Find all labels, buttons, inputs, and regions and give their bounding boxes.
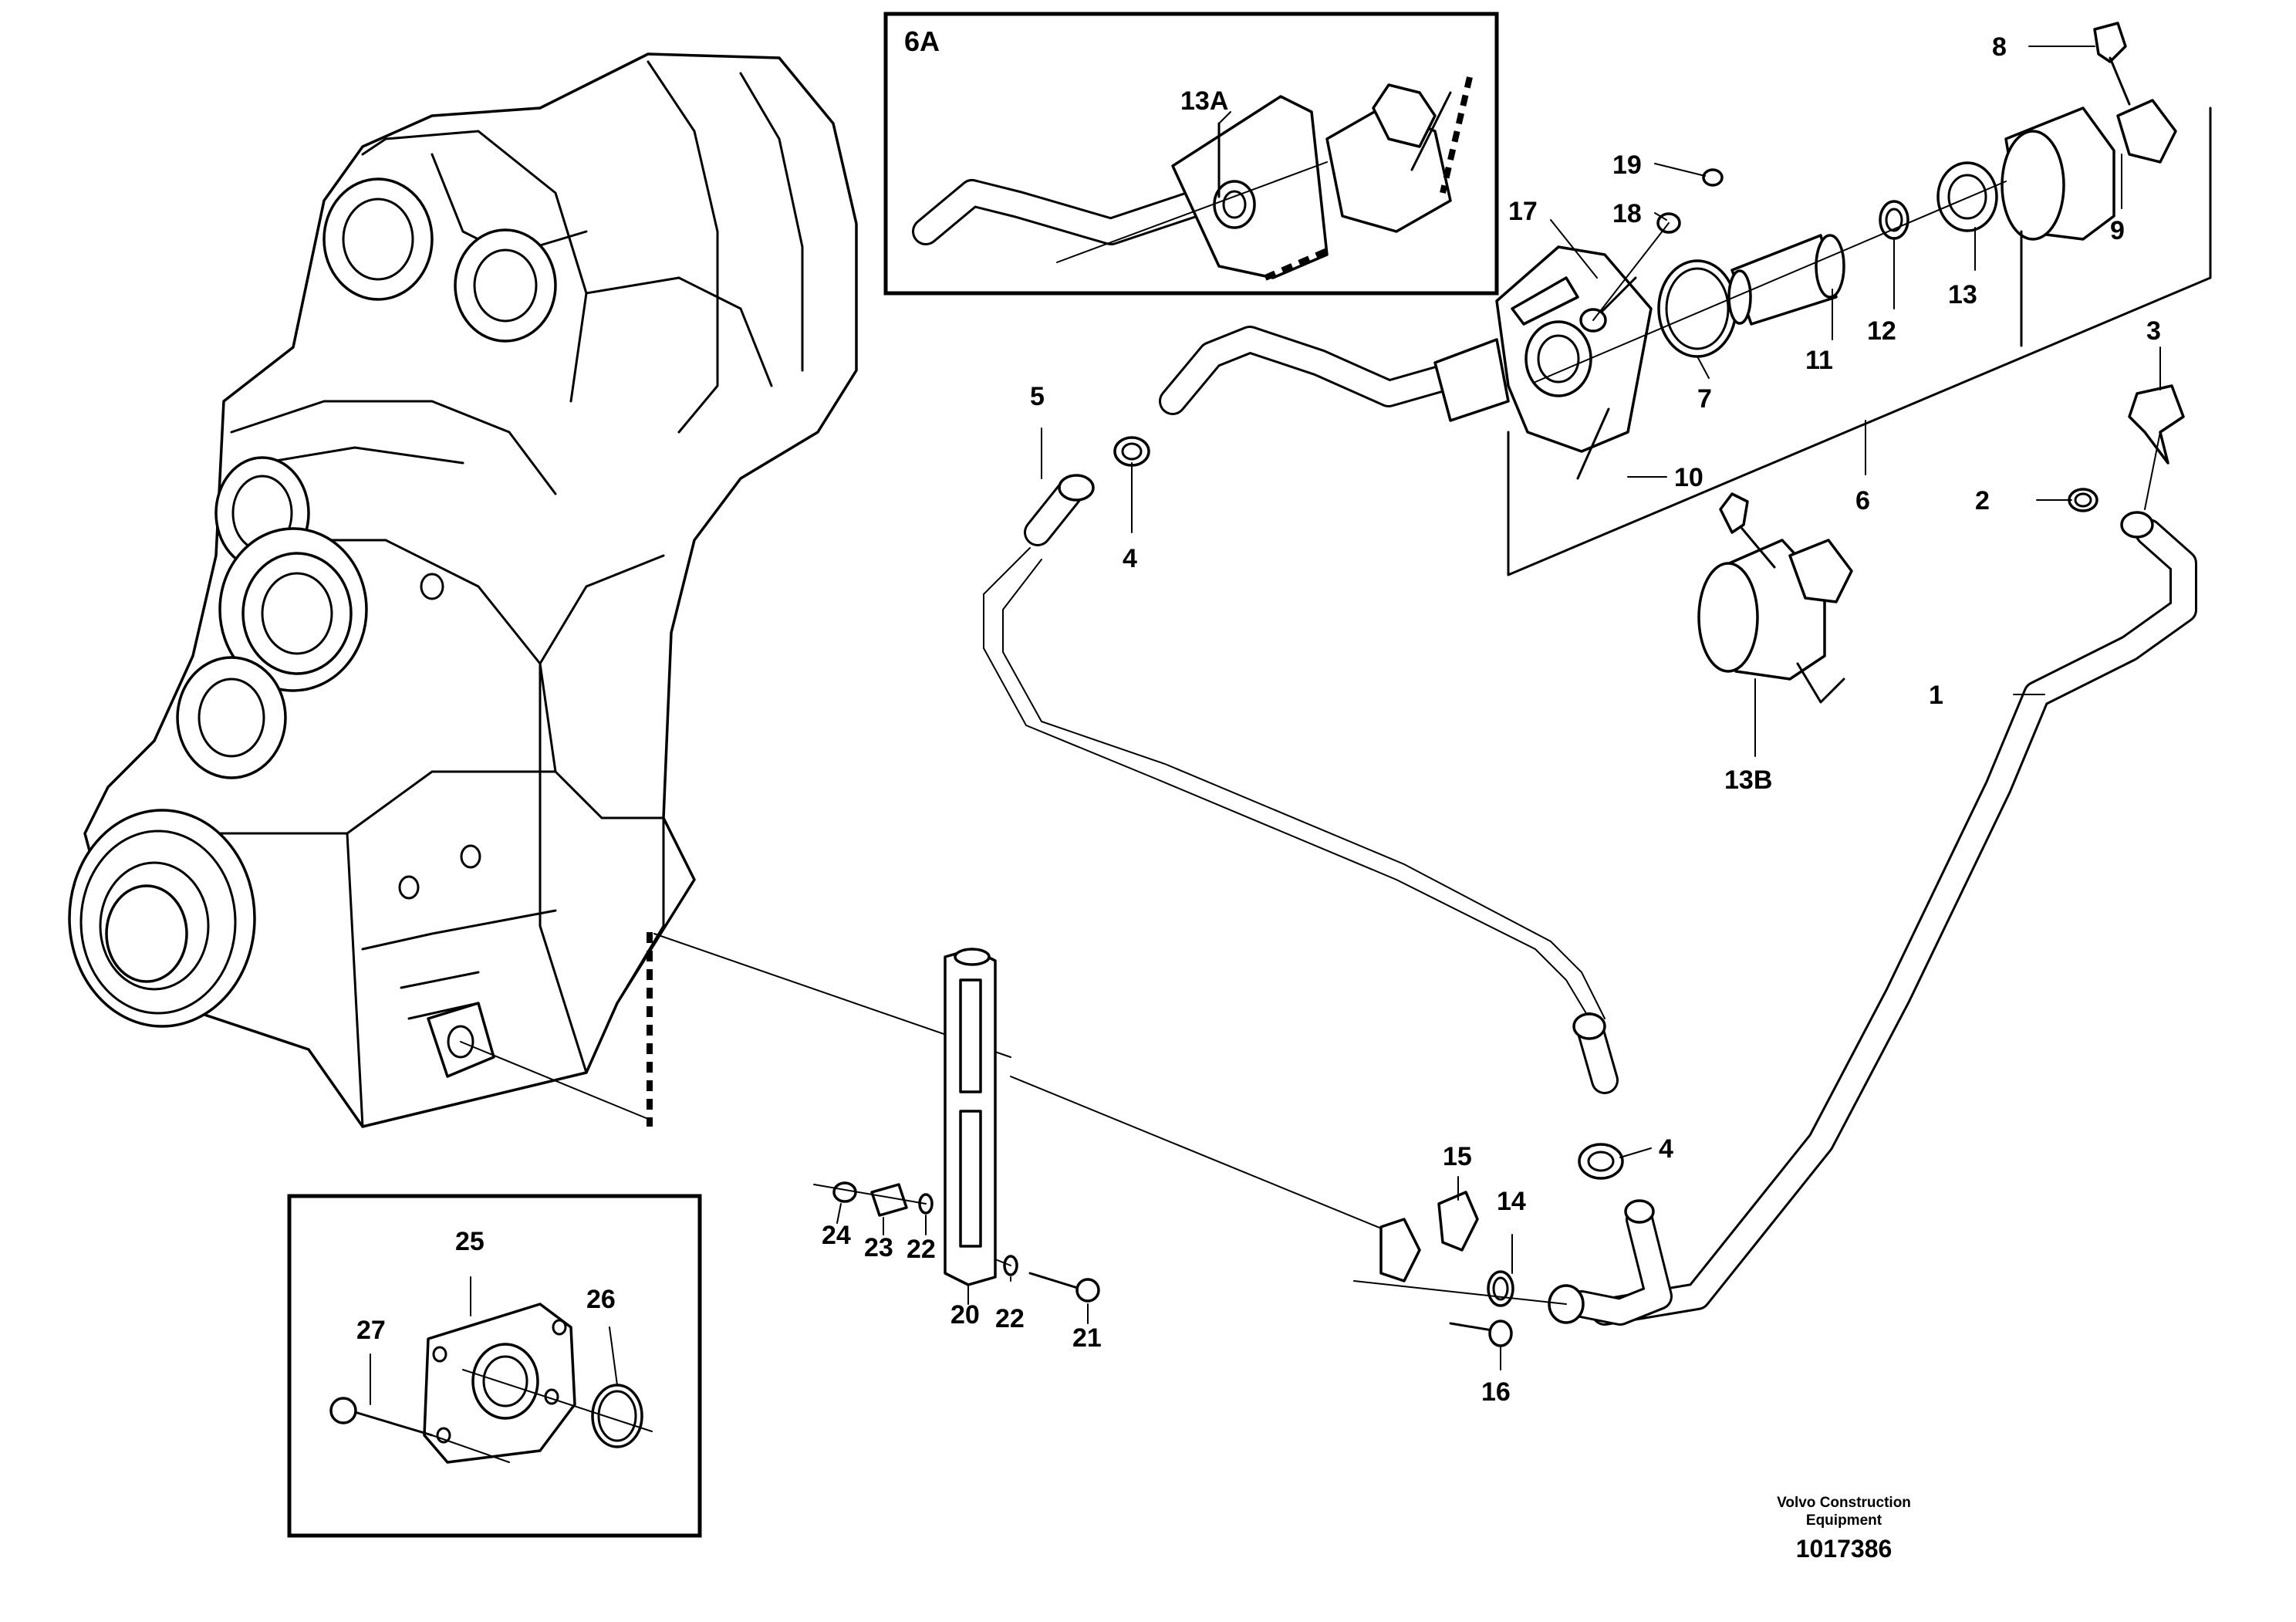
callout-20: 20 — [950, 1300, 980, 1330]
callout-11: 11 — [1805, 346, 1833, 375]
callout-26: 26 — [586, 1285, 616, 1314]
credit-line-2: Equipment — [1806, 1512, 1882, 1529]
callout-22-right: 22 — [995, 1304, 1025, 1333]
callout-2: 2 — [1975, 486, 1990, 515]
callout-7: 7 — [1697, 384, 1712, 414]
callout-16: 16 — [1481, 1377, 1511, 1407]
callout-21: 21 — [1072, 1323, 1102, 1353]
callout-13b: 13B — [1724, 765, 1772, 795]
callout-4-upper: 4 — [1123, 544, 1137, 573]
callout-19: 19 — [1612, 150, 1642, 180]
callout-8: 8 — [1992, 32, 2007, 62]
callout-14: 14 — [1497, 1187, 1526, 1216]
detail-box-flange — [287, 1194, 702, 1538]
leader-sightglass-clamp — [1010, 1076, 1397, 1235]
callout-6: 6 — [1855, 486, 1870, 515]
callout-4-lower: 4 — [1659, 1134, 1673, 1164]
drain-valve-assembly — [983, 22, 2212, 1019]
callout-24: 24 — [822, 1221, 851, 1250]
callout-25: 25 — [455, 1227, 485, 1256]
callout-22-left: 22 — [907, 1235, 936, 1264]
callout-10: 10 — [1674, 463, 1703, 492]
detail-box-6a-title: 6A — [904, 25, 940, 57]
drain-pipe-1 — [1353, 384, 2197, 1347]
callout-9: 9 — [2110, 216, 2125, 245]
hose-clamp-4-upper — [1113, 436, 1150, 467]
transmission-housing — [68, 52, 858, 1128]
callout-12: 12 — [1867, 316, 1896, 346]
callout-1: 1 — [1929, 681, 1943, 710]
cap-variant-13b — [1697, 492, 1853, 704]
callout-leaders — [370, 46, 2161, 1405]
document-number: 1017386 — [1796, 1535, 1893, 1563]
credit-line-1: Volvo Construction — [1777, 1495, 1911, 1511]
callout-13a: 13A — [1180, 86, 1228, 116]
callout-18: 18 — [1612, 199, 1642, 228]
callout-27: 27 — [356, 1316, 386, 1345]
callout-3: 3 — [2146, 316, 2161, 346]
callout-17: 17 — [1508, 197, 1538, 226]
detail-box-6a: 6A — [883, 12, 1499, 296]
callout-15: 15 — [1443, 1142, 1472, 1171]
footer: Volvo Construction Equipment 1017386 — [1777, 1495, 1911, 1563]
callout-13: 13 — [1948, 280, 1977, 309]
sight-glass-20 — [813, 948, 1100, 1303]
hose-clamp-4-lower — [1578, 1143, 1624, 1180]
callout-23: 23 — [864, 1233, 893, 1262]
callout-labels: 1 2 3 4 4 5 6 7 8 9 10 11 12 13 13B 14 1… — [356, 32, 2161, 1407]
callout-5: 5 — [1030, 382, 1045, 411]
